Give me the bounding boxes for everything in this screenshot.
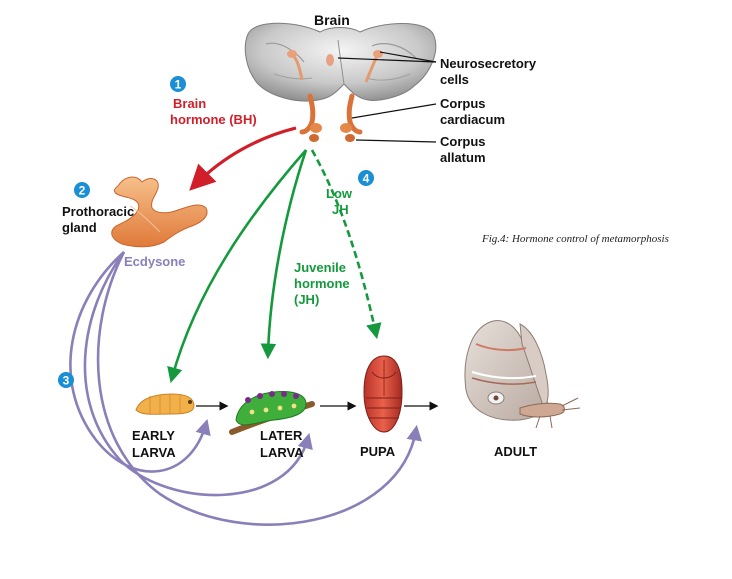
early-larva-label-line1: EARLY	[132, 428, 175, 443]
early-larva-label-line2: LARVA	[132, 445, 176, 460]
juvenile-hormone-arrows	[167, 149, 382, 384]
corpus-cardiacum-label-line2: cardiacum	[440, 112, 505, 127]
corpus-cardiacum-label-line1: Corpus	[440, 96, 486, 111]
corpus-allatum-label-line2: allatum	[440, 150, 486, 165]
later-larva-label-line2: LARVA	[260, 445, 304, 460]
figure-caption: Fig.4: Hormone control of metamorphosis	[481, 233, 669, 245]
step-badge-4: 4	[358, 170, 374, 186]
svg-text:3: 3	[63, 374, 70, 388]
neurosecretory-label-line1: Neurosecretory	[440, 56, 537, 71]
juvenile-hormone-label-line2: hormone	[294, 276, 350, 291]
pupa-label: PUPA	[360, 444, 396, 459]
juvenile-hormone-label-line1: Juvenile	[294, 260, 346, 275]
step-badge-2: 2	[74, 182, 90, 198]
svg-text:4: 4	[363, 172, 370, 186]
juvenile-hormone-label-line3: (JH)	[294, 292, 319, 307]
svg-text:1: 1	[175, 78, 182, 92]
later-larva-label-line1: LATER	[260, 428, 303, 443]
adult-label: ADULT	[494, 444, 537, 459]
brain-hormone-label-line2: hormone (BH)	[170, 112, 257, 127]
brain-illustration	[244, 22, 437, 142]
brain-pointer-lines	[337, 51, 437, 143]
prothoracic-label-line1: Prothoracic	[62, 204, 134, 219]
neurosecretory-label-line2: cells	[440, 72, 469, 87]
pupa-icon	[363, 355, 403, 433]
prothoracic-gland-illustration	[111, 176, 208, 248]
step-badge-3: 3	[58, 372, 74, 388]
low-jh-label-line1: Low	[326, 186, 353, 201]
early-larva-icon	[135, 393, 195, 415]
svg-text:2: 2	[79, 184, 86, 198]
prothoracic-label-line2: gland	[62, 220, 97, 235]
brain-hormone-label-line1: Brain	[173, 96, 206, 111]
brain-hormone-arrow	[189, 126, 297, 191]
step-badge-1: 1	[170, 76, 186, 92]
adult-moth-icon	[464, 320, 581, 429]
ecdysone-label: Ecdysone	[124, 254, 185, 269]
ecdysone-arrows	[69, 251, 422, 526]
brain-label: Brain	[314, 12, 350, 28]
corpus-allatum-label-line1: Corpus	[440, 134, 486, 149]
later-larva-icon	[229, 391, 315, 435]
low-jh-label-line2: JH	[332, 202, 349, 217]
